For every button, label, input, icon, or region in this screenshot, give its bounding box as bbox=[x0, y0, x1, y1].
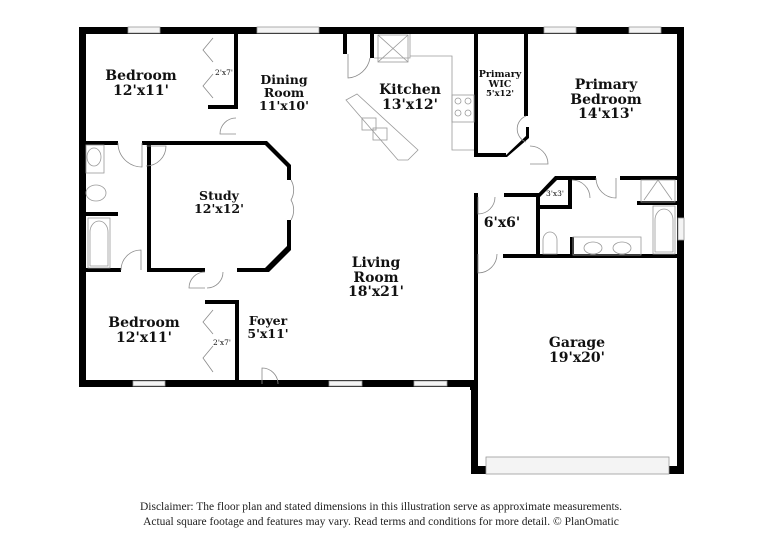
room-label-dining-room: Dining Room 11'x10' bbox=[259, 72, 309, 114]
interior-walls bbox=[86, 34, 677, 390]
closet-dims: 2'x7' bbox=[213, 338, 231, 347]
room-dims: 3'x3' bbox=[546, 189, 564, 198]
room-dims: 18'x21' bbox=[348, 284, 404, 301]
room-label-study: Study 12'x12' bbox=[194, 189, 244, 215]
room-name-line2: Room bbox=[263, 85, 305, 101]
room-name-line1: Dining bbox=[260, 72, 308, 87]
disclaimer: Disclaimer: The floor plan and stated di… bbox=[0, 500, 762, 530]
closet-dims: 2'x7' bbox=[215, 68, 233, 77]
room-dims: 12'x12' bbox=[194, 201, 244, 217]
room-label-primary-wic: Primary WIC 5'x12' bbox=[479, 70, 522, 99]
room-dims: 12'x11' bbox=[113, 82, 169, 99]
room-dims: 6'x6' bbox=[483, 215, 521, 231]
room-label-kitchen: Kitchen 13'x12' bbox=[379, 83, 441, 112]
room-dims: 5'x12' bbox=[485, 88, 514, 99]
room-name-line1: Primary bbox=[478, 69, 522, 80]
room-label-foyer: Foyer 5'x11' bbox=[247, 314, 288, 340]
closet-label-sw: 2'x7' bbox=[213, 339, 231, 347]
room-name-line2: Bedroom bbox=[570, 91, 642, 108]
disclaimer-line-1: Disclaimer: The floor plan and stated di… bbox=[139, 501, 623, 513]
windows bbox=[127, 26, 685, 475]
room-label-living-room: Living Room 18'x21' bbox=[348, 256, 404, 300]
room-name-line1: Living bbox=[351, 255, 401, 271]
room-dims: 13'x12' bbox=[382, 96, 438, 113]
room-label-primary-closet: 3'x3' bbox=[546, 190, 564, 198]
room-name-line1: Primary bbox=[574, 77, 638, 93]
room-label-garage: Garage 19'x20' bbox=[549, 336, 605, 365]
closet-label-nw: 2'x7' bbox=[215, 69, 233, 77]
room-name: Study bbox=[199, 188, 239, 203]
disclaimer-line-2: Actual square footage and features may v… bbox=[143, 516, 619, 528]
room-label-primary-bedroom: Primary Bedroom 14'x13' bbox=[570, 78, 641, 122]
room-dims: 12'x11' bbox=[116, 329, 172, 346]
room-name-line2: Room bbox=[353, 269, 399, 286]
room-dims: 14'x13' bbox=[578, 106, 634, 123]
room-label-laundry: 6'x6' bbox=[484, 216, 520, 231]
exterior-walls bbox=[79, 27, 684, 474]
doors bbox=[117, 37, 617, 385]
room-name: Kitchen bbox=[379, 82, 441, 98]
room-dims: 19'x20' bbox=[549, 349, 605, 366]
room-dims: 11'x10' bbox=[259, 98, 309, 114]
room-label-bedroom-sw: Bedroom 12'x11' bbox=[108, 316, 179, 345]
room-name: Garage bbox=[548, 335, 606, 351]
room-label-bedroom-nw: Bedroom 12'x11' bbox=[105, 69, 176, 98]
room-name: Bedroom bbox=[108, 315, 180, 331]
room-name-line2: WIC bbox=[488, 78, 512, 90]
room-name: Foyer bbox=[248, 313, 288, 328]
room-name: Bedroom bbox=[105, 68, 177, 84]
room-dims: 5'x11' bbox=[247, 326, 289, 342]
fixtures bbox=[85, 34, 676, 269]
